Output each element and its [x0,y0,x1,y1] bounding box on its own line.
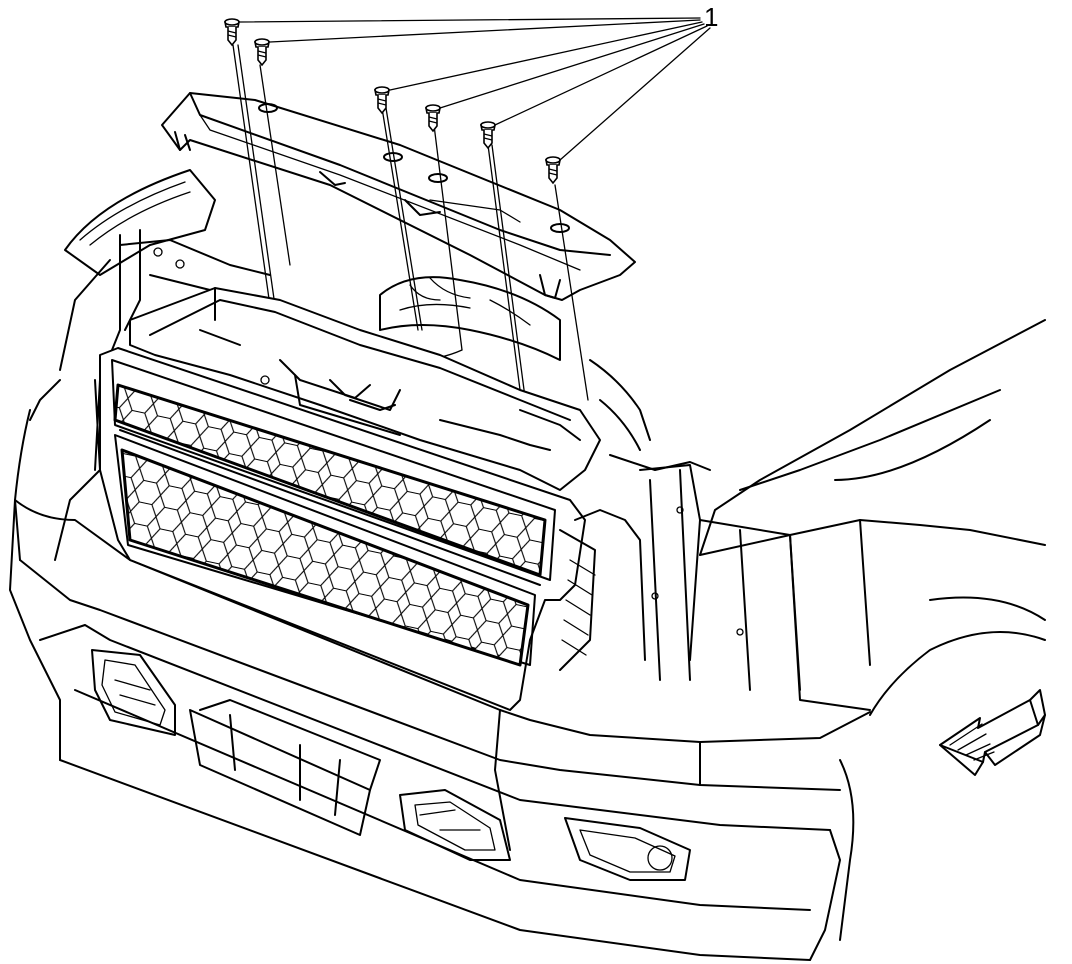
fastener-icon [425,104,441,132]
fastener-icon [254,38,270,66]
cooling-fan [379,276,651,451]
left-fender [14,379,101,561]
fastener-icon [374,86,390,114]
callout-label-1: 1 [704,2,719,32]
front-bumper [9,499,871,961]
upper-tie-bar [129,287,601,491]
fastener-icon [224,18,240,46]
view-direction-arrow-icon [939,689,1046,776]
radiator-grille [99,347,586,711]
fastener-icon [545,156,561,184]
callout-leader-lines [239,17,711,161]
fastener-icon [480,121,496,149]
right-fender [699,319,1046,941]
grille-opening-upper-cover [161,92,636,301]
alignment-lines [232,44,589,406]
right-support-bracket [559,454,801,691]
